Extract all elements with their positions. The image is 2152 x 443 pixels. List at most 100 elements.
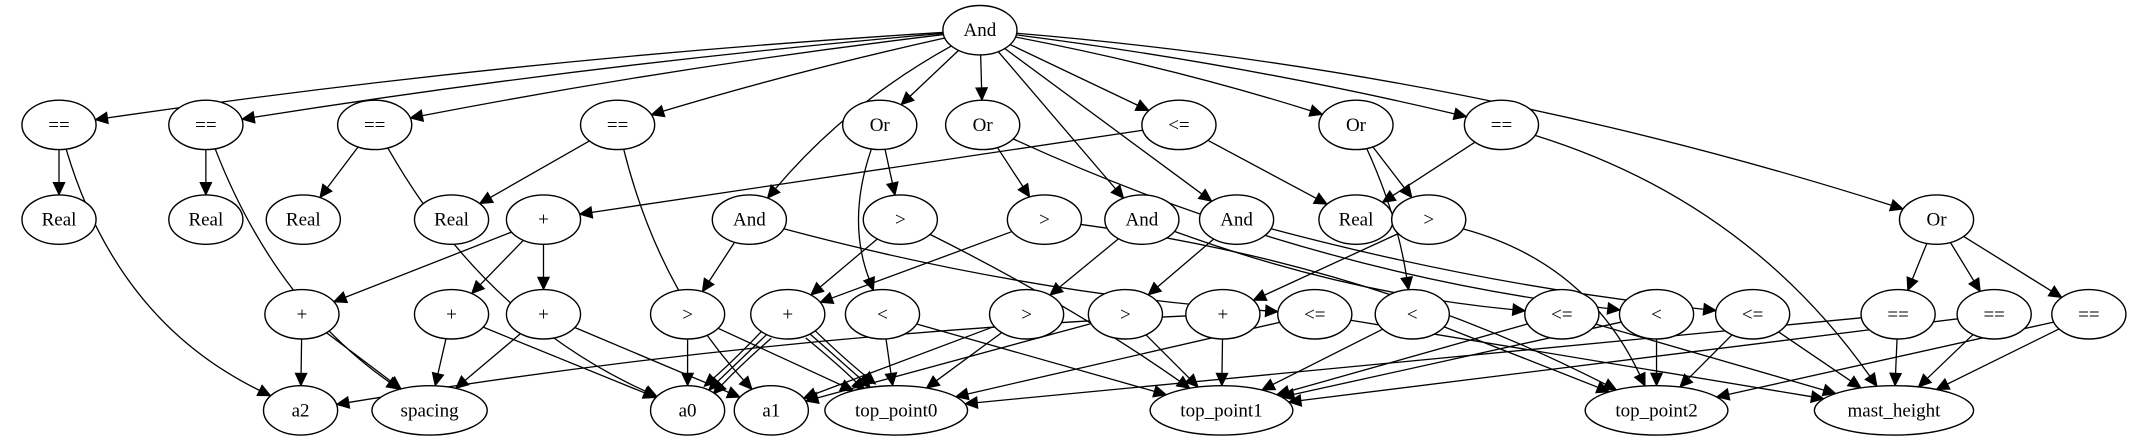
arrowhead-eq1-to-a2	[256, 384, 272, 397]
node-eq3: ==	[336, 99, 413, 151]
node-gt1: >	[862, 194, 939, 245]
node-ellipse-gt3	[1390, 194, 1467, 245]
edge-le3-to-mast_height	[1595, 323, 1825, 391]
edge-and3-to-le3	[1174, 230, 1513, 311]
node-ellipse-spacing	[371, 384, 488, 436]
node-label-le2: <=	[1304, 304, 1325, 325]
arrowhead-eq8-to-mast_height	[1935, 377, 1951, 390]
arrowhead-plus5-to-a0	[703, 372, 719, 388]
node-plus4: +	[505, 288, 582, 340]
edge-eq3-to-real3	[326, 146, 359, 189]
arrowhead-and_root-to-and3	[1110, 184, 1125, 200]
edge-le4-to-top_point2	[1688, 334, 1733, 379]
node-and3: And	[1104, 194, 1180, 245]
node-label-lt3: <	[1407, 304, 1418, 325]
arrowhead-plus3-to-spacing	[431, 371, 445, 387]
arrowhead-eq2-to-real2	[199, 182, 213, 197]
node-lt1: <	[844, 288, 921, 340]
node-ellipse-top_point1	[1149, 384, 1294, 436]
node-and2: And	[711, 194, 788, 245]
node-ellipse-a1	[733, 384, 810, 436]
node-ellipse-eq6	[1860, 288, 1936, 340]
node-label-lt1: <	[877, 304, 888, 325]
edge-plus5-to-top_point0	[813, 329, 867, 377]
arrowhead-or1-to-gt1	[885, 181, 899, 197]
edge-le3-to-top_point1	[1288, 323, 1528, 393]
node-eq6: ==	[1860, 288, 1936, 340]
arrowhead-eq1-to-real1	[52, 182, 66, 197]
node-label-eq2: ==	[195, 115, 216, 136]
node-ellipse-and3	[1104, 194, 1180, 245]
node-top_point0: top_point0	[824, 384, 969, 436]
node-ellipse-plus3	[413, 288, 490, 340]
node-ellipse-and_root	[942, 4, 1018, 56]
node-real5: Real	[1318, 194, 1394, 245]
arrowhead-eq6-to-top_point0	[963, 396, 979, 410]
arrowhead-and2-to-le2	[1264, 304, 1280, 318]
node-ellipse-or1	[841, 99, 918, 151]
arrowhead-or4-to-eq6	[1906, 276, 1919, 292]
node-label-gt6: >	[1120, 304, 1131, 325]
node-label-real2: Real	[188, 210, 223, 231]
edge-plus5-to-a0	[717, 334, 768, 382]
arrowhead-or3-to-gt3	[1398, 183, 1413, 199]
node-label-a2: a2	[292, 400, 310, 421]
node-label-eq5: ==	[1491, 115, 1512, 136]
arrowhead-eq7-to-mast_height	[1917, 373, 1933, 388]
node-lt2: <	[1618, 288, 1695, 340]
node-ellipse-mast_height	[1813, 384, 1975, 436]
node-eq7: ==	[1956, 288, 2032, 340]
node-label-gt3: >	[1423, 210, 1434, 231]
edge-plus1-to-plus2	[345, 231, 512, 298]
arrowhead-and_root-to-or2	[975, 87, 989, 102]
arrowhead-eq3-to-real3	[319, 183, 333, 199]
edge-and_root-to-or3	[1015, 36, 1311, 112]
arrowhead-le3-to-mast_height	[1821, 383, 1837, 397]
arrowhead-or4-to-eq8	[2047, 285, 2063, 299]
node-label-plus6: +	[1217, 304, 1228, 325]
arrowhead-and_root-to-or4	[1888, 198, 1905, 212]
arrowhead-or4-to-eq7	[1967, 277, 1981, 293]
arrowhead-plus5-to-a0	[712, 380, 727, 395]
edge-plus5-to-a0	[713, 330, 763, 379]
edge-plus5-to-top_point0	[805, 337, 857, 383]
edge-eq3-to-a0	[387, 147, 646, 392]
edge-lt3-to-top_point2	[1443, 326, 1599, 388]
node-ellipse-plus1	[505, 194, 582, 245]
edge-gt4-to-top_point0	[717, 327, 843, 387]
node-plus2: +	[264, 288, 340, 340]
node-label-top_point0: top_point0	[855, 400, 937, 421]
arrowhead-or3-to-lt3	[1400, 276, 1414, 291]
edge-and_root-to-and3	[997, 51, 1116, 190]
edge-plus3-to-spacing	[437, 338, 447, 374]
node-ellipse-real2	[168, 194, 244, 245]
arrowhead-plus5-to-top_point0	[861, 370, 877, 385]
arrowhead-and_root-to-eq3	[409, 109, 425, 123]
node-real3: Real	[265, 194, 342, 245]
node-le3: <=	[1524, 288, 1600, 340]
arrowhead-eq8-to-top_point2	[1715, 387, 1731, 401]
node-ellipse-and4	[1198, 194, 1275, 245]
node-label-eq8: ==	[2078, 304, 2099, 325]
node-or3: Or	[1318, 99, 1394, 151]
node-label-real1: Real	[42, 210, 77, 231]
arrowhead-plus3-to-a0	[641, 386, 658, 399]
node-ellipse-eq1	[21, 99, 97, 151]
node-ellipse-or3	[1318, 99, 1394, 151]
node-plus1: +	[505, 194, 582, 245]
edge-gt5-to-a1	[814, 325, 995, 395]
node-gt4: >	[649, 288, 726, 340]
edge-eq5-to-mast_height	[1534, 134, 1871, 377]
arrowhead-gt2-to-plus5	[819, 291, 835, 305]
edge-plus5-to-a0	[721, 337, 772, 386]
arrowhead-plus2-to-spacing	[386, 375, 402, 390]
edge-and2-to-gt4	[708, 241, 736, 282]
edge-gt6-to-top_point1	[1145, 334, 1190, 379]
arrowhead-le4-to-top_point2	[1679, 373, 1694, 388]
node-a2: a2	[262, 384, 339, 436]
node-label-or3: Or	[1346, 115, 1367, 136]
edge-or4-to-eq6	[1911, 243, 1928, 280]
arrowhead-gt2-to-top_point2	[1602, 378, 1618, 391]
node-label-gt4: >	[682, 304, 693, 325]
